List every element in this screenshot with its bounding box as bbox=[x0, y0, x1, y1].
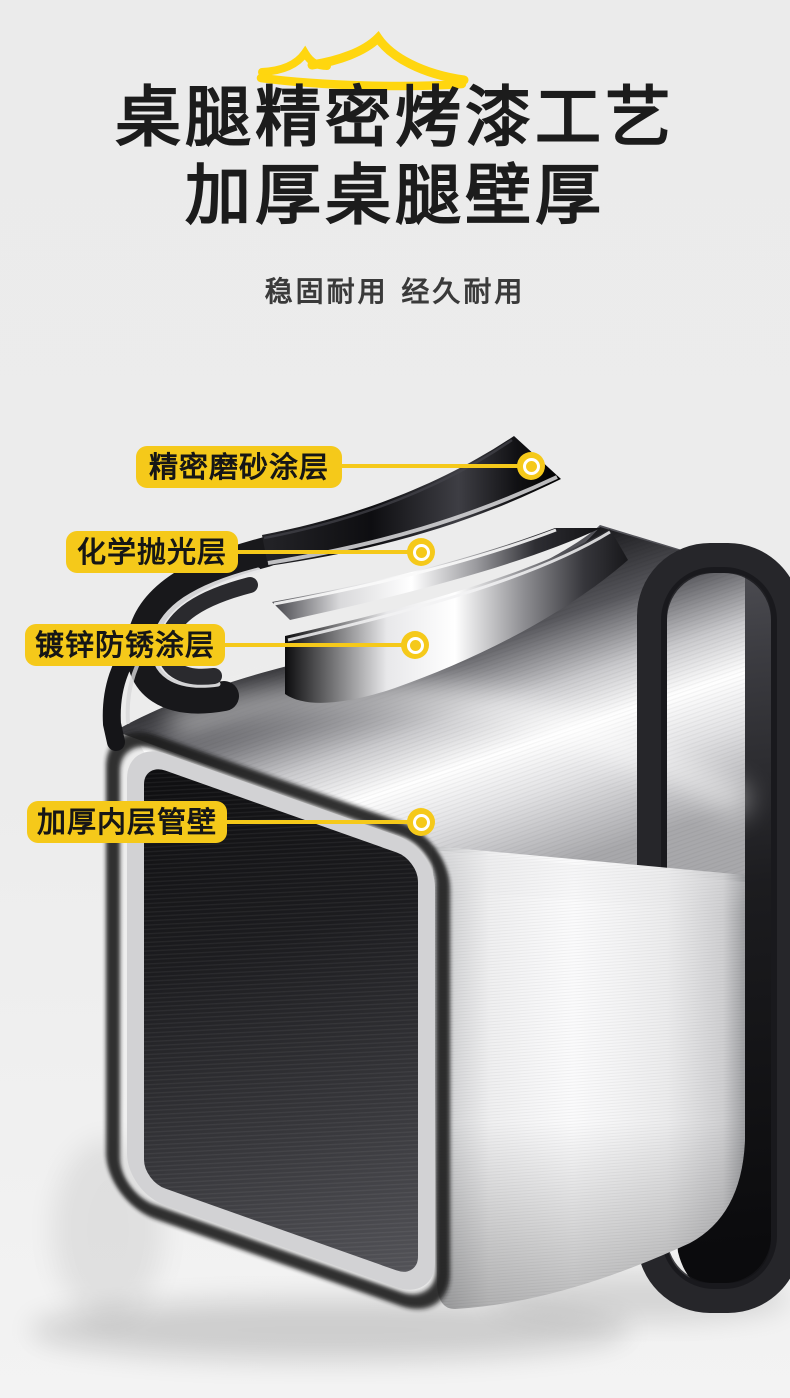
callout-dot-galvanized-layer bbox=[401, 631, 429, 659]
callout-dot-frosted-coating bbox=[517, 452, 545, 480]
inner-wall-rim bbox=[127, 751, 435, 1290]
tube-front-opening bbox=[106, 731, 450, 1310]
callout-line-polish-layer bbox=[234, 550, 412, 554]
tube-inner-wall bbox=[432, 846, 745, 1309]
ground-shadow bbox=[30, 1140, 790, 1360]
callout-line-inner-wall bbox=[223, 820, 413, 824]
page-title-line1: 桌腿精密烤漆工艺 bbox=[115, 79, 675, 156]
page-subtitle: 稳固耐用 经久耐用 bbox=[264, 275, 526, 308]
callout-line-galvanized-layer bbox=[221, 643, 406, 647]
callout-label-galvanized-layer: 镀锌防锈涂层 bbox=[25, 624, 225, 666]
callout-dot-polish-layer bbox=[407, 538, 435, 566]
callout-line-frosted-coating bbox=[338, 464, 523, 468]
callout-label-polish-layer: 化学抛光层 bbox=[66, 531, 238, 573]
peeled-layer-frosted bbox=[262, 436, 561, 566]
callout-dot-inner-wall bbox=[407, 808, 435, 836]
peeled-layer-polished bbox=[272, 528, 601, 620]
inner-top-wall-highlight bbox=[140, 745, 745, 914]
callout-label-inner-wall: 加厚内层管壁 bbox=[27, 801, 227, 843]
crown-roof-icon bbox=[256, 30, 469, 91]
peeled-layer-galvanized bbox=[285, 529, 628, 703]
page-title-line2: 加厚桌腿壁厚 bbox=[185, 157, 605, 234]
outer-coating-edge bbox=[106, 731, 450, 1310]
callout-label-frosted-coating: 精密磨砂涂层 bbox=[136, 446, 342, 488]
